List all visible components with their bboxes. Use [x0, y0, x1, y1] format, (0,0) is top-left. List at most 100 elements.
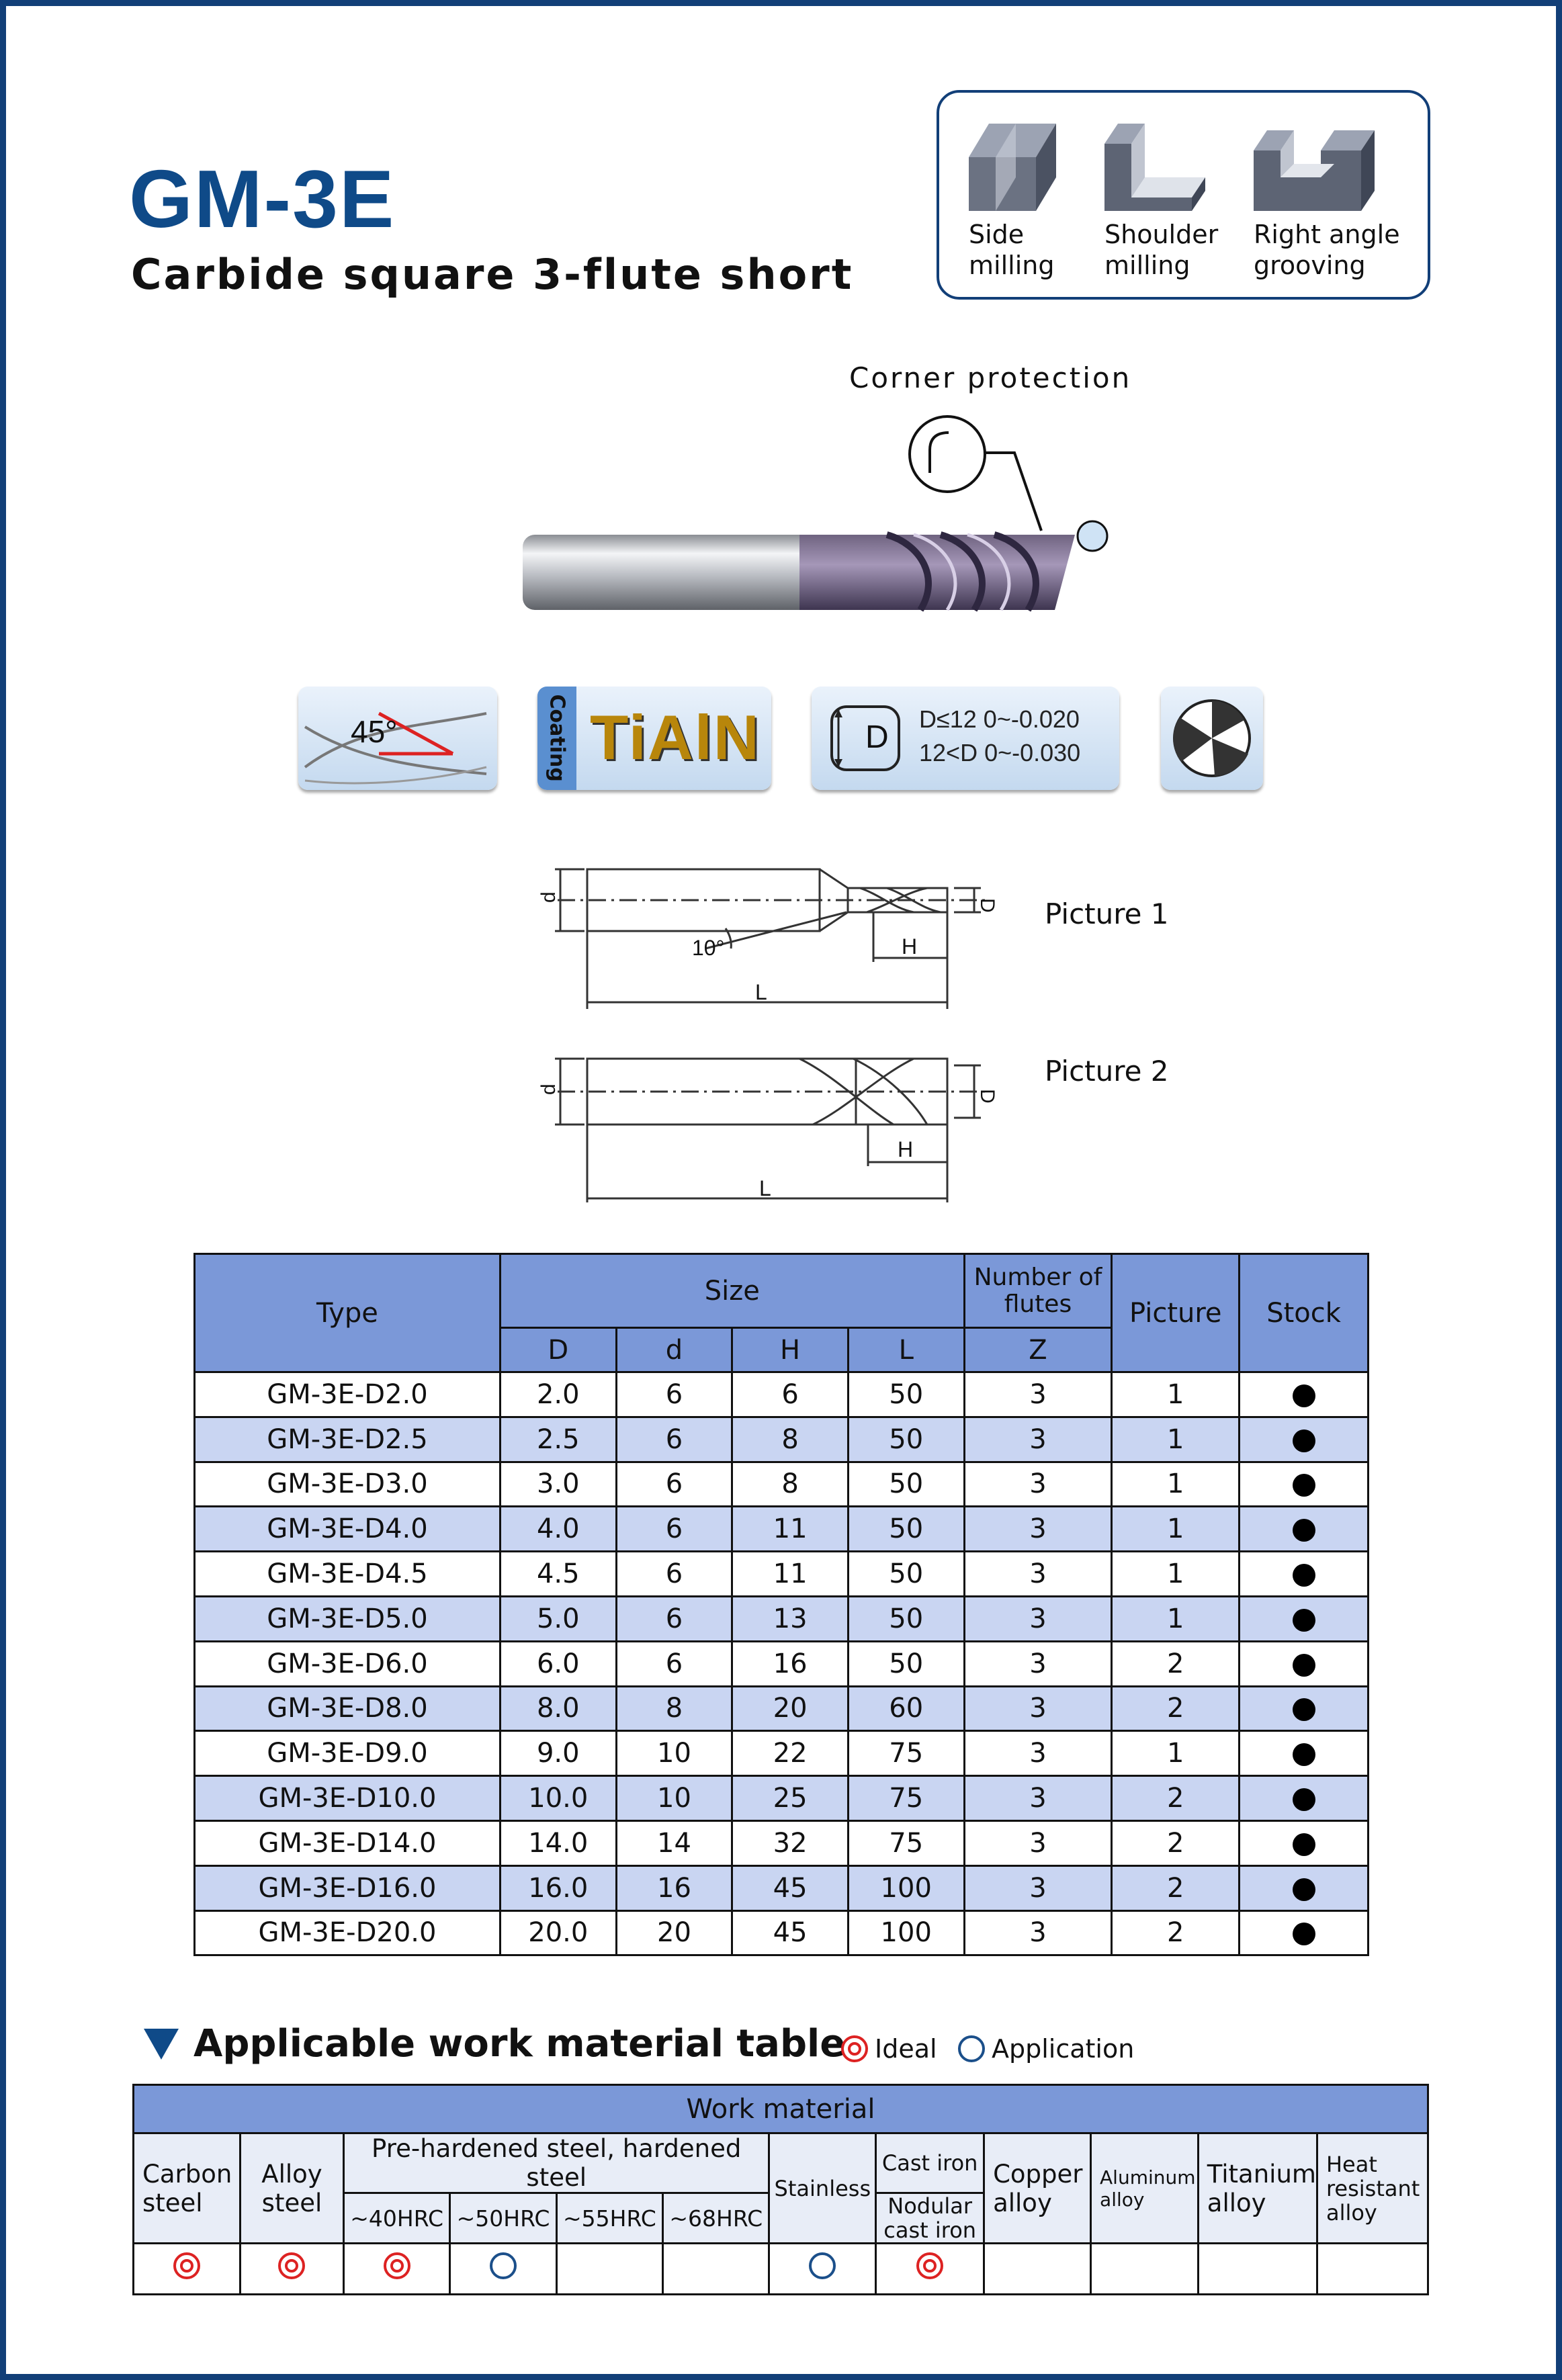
cell-type: GM-3E-D6.0 — [193, 1640, 501, 1687]
in-stock-dot-icon — [1292, 1788, 1315, 1812]
cell-type: GM-3E-D4.5 — [193, 1550, 501, 1597]
rating-cell — [768, 2242, 877, 2295]
circle-icon — [490, 2252, 517, 2279]
cell-d: 6 — [615, 1595, 734, 1642]
cell-L: 75 — [847, 1730, 965, 1777]
cell-type: GM-3E-D3.0 — [193, 1460, 501, 1508]
carbon-steel: Carbon steel — [132, 2132, 241, 2244]
header-flutes: Number of flutes — [963, 1253, 1113, 1329]
hrc-68: ~68HRC — [662, 2192, 771, 2244]
coating-name: TiAlN — [590, 702, 761, 773]
technical-drawing-1: d D H L 10° — [537, 868, 998, 1009]
in-stock-dot-icon — [1292, 1743, 1315, 1767]
in-stock-dot-icon — [1292, 1429, 1315, 1452]
product-subtitle: Carbide square 3-flute short — [131, 250, 854, 299]
cell-pic: 1 — [1111, 1550, 1241, 1597]
dim-H-label: H — [902, 934, 917, 959]
cell-D: 2.0 — [498, 1371, 617, 1418]
rating-cell — [342, 2242, 451, 2295]
rating-cell — [555, 2242, 664, 2295]
header-stock: Stock — [1238, 1253, 1369, 1373]
cell-pic: 1 — [1111, 1505, 1241, 1553]
cell-Z: 3 — [963, 1685, 1113, 1732]
in-stock-dot-icon — [1292, 1474, 1315, 1497]
cell-d: 14 — [615, 1819, 734, 1867]
rating-cell — [1090, 2242, 1199, 2295]
application-label: Right angle grooving — [1254, 220, 1400, 280]
rating-cell — [238, 2242, 345, 2295]
circle-icon — [958, 2035, 985, 2062]
cell-Z: 3 — [963, 1550, 1113, 1597]
cell-type: GM-3E-D2.5 — [193, 1415, 501, 1463]
cell-stock — [1238, 1595, 1369, 1642]
cell-pic: 1 — [1111, 1371, 1241, 1418]
heat-resistant-alloy: Heat resistant alloy — [1315, 2132, 1430, 2244]
header-picture: Picture — [1111, 1253, 1241, 1373]
cell-stock — [1238, 1505, 1369, 1553]
header-L: L — [847, 1327, 965, 1373]
cell-d: 10 — [615, 1730, 734, 1777]
legend-ideal-label: Ideal — [875, 2034, 937, 2064]
cell-pic: 1 — [1111, 1595, 1241, 1642]
rating-cell — [1315, 2242, 1430, 2295]
cell-D: 2.5 — [498, 1415, 617, 1463]
cell-type: GM-3E-D4.0 — [193, 1505, 501, 1553]
cell-L: 50 — [847, 1505, 965, 1553]
cell-type: GM-3E-D14.0 — [193, 1819, 501, 1867]
work-material-table: Work material Carbon steel Alloy steel P… — [132, 2084, 1430, 2295]
cell-H: 22 — [731, 1730, 849, 1777]
tolerance-line-1: D≤12 0~-0.020 — [919, 705, 1080, 733]
in-stock-dot-icon — [1292, 1878, 1315, 1901]
cell-Z: 3 — [963, 1505, 1113, 1553]
double-circle-icon — [278, 2252, 306, 2279]
cell-D: 10.0 — [498, 1775, 617, 1822]
cell-L: 50 — [847, 1595, 965, 1642]
cell-type: GM-3E-D16.0 — [193, 1864, 501, 1912]
cell-Z: 3 — [963, 1864, 1113, 1912]
header-Z: Z — [963, 1327, 1113, 1373]
triangle-down-icon — [144, 2028, 179, 2060]
dim-D-label: D — [976, 898, 998, 913]
dim-L-label: L — [759, 1176, 771, 1200]
work-material-heading: Applicable work material table — [144, 2022, 845, 2066]
rating-row — [132, 2242, 1430, 2295]
cell-L: 75 — [847, 1819, 965, 1867]
cell-stock — [1238, 1415, 1369, 1463]
application-label: Shoulder milling — [1104, 220, 1219, 280]
cell-H: 45 — [731, 1864, 849, 1912]
cell-D: 20.0 — [498, 1909, 617, 1957]
coating-strip — [537, 687, 576, 790]
in-stock-dot-icon — [1292, 1698, 1315, 1722]
dim-H-label: H — [898, 1137, 913, 1161]
in-stock-dot-icon — [1292, 1384, 1315, 1407]
dim-d-label: d — [537, 891, 560, 903]
double-circle-icon — [383, 2252, 410, 2279]
three-flute-section-icon — [1173, 699, 1251, 777]
cell-H: 32 — [731, 1819, 849, 1867]
cell-D: 4.0 — [498, 1505, 617, 1553]
legend-ideal: Ideal — [841, 2034, 937, 2064]
tolerance-symbol: D — [865, 719, 889, 755]
cell-L: 50 — [847, 1415, 965, 1463]
cell-pic: 1 — [1111, 1460, 1241, 1508]
cell-d: 16 — [615, 1864, 734, 1912]
cell-stock — [1238, 1460, 1369, 1508]
header-size: Size — [498, 1253, 965, 1329]
cast-iron: Cast iron — [875, 2132, 986, 2194]
double-circle-icon — [916, 2252, 944, 2279]
hrc-40: ~40HRC — [342, 2192, 451, 2244]
cell-H: 6 — [731, 1371, 849, 1418]
coating-badge: Coating TiAlN — [537, 687, 771, 790]
aluminum-alloy: Aluminum alloy — [1090, 2132, 1199, 2244]
cell-D: 8.0 — [498, 1685, 617, 1732]
cell-d: 20 — [615, 1909, 734, 1957]
in-stock-dot-icon — [1292, 1653, 1315, 1677]
cell-d: 6 — [615, 1415, 734, 1463]
cell-stock — [1238, 1371, 1369, 1418]
header-H: H — [731, 1327, 849, 1373]
